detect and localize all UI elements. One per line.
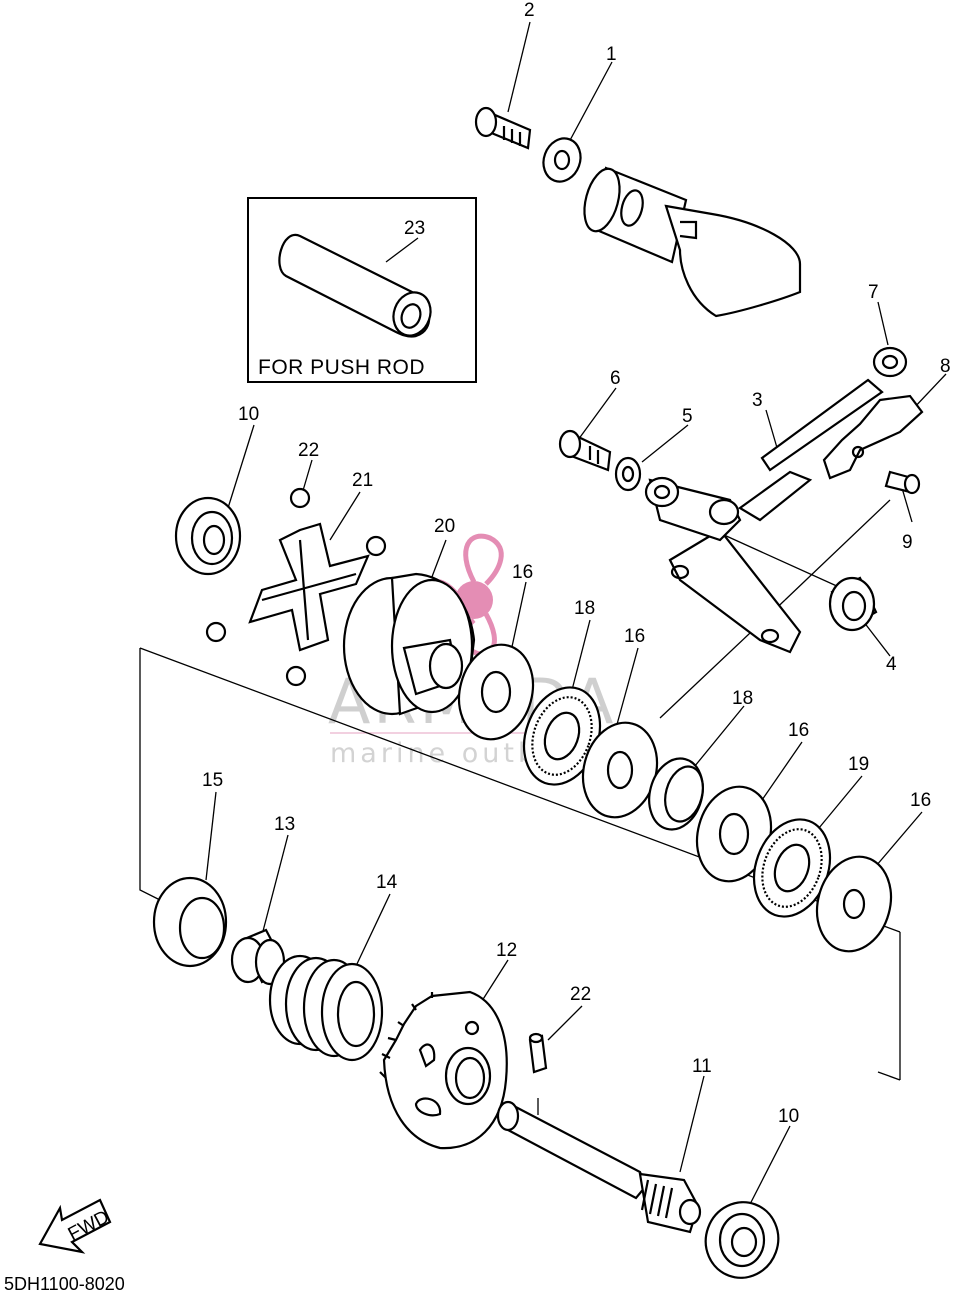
callout-3: 3	[752, 390, 763, 411]
callout-22: 22	[570, 984, 591, 1005]
callout-9: 9	[902, 532, 913, 553]
bolt-6	[558, 429, 612, 472]
collar-4	[828, 576, 878, 632]
callout-4: 4	[886, 654, 897, 675]
callout-5: 5	[682, 406, 693, 427]
callout-18-b: 19	[848, 754, 869, 775]
screw-9	[884, 470, 921, 495]
thrust-washer-16-a	[457, 643, 535, 741]
callout-12: 12	[496, 940, 517, 961]
ratchet-wheel-12	[379, 990, 508, 1150]
callout-13: 13	[274, 814, 295, 835]
callout-14: 14	[376, 872, 398, 893]
callout-21: 22	[298, 440, 319, 461]
callout-19: 20	[434, 516, 455, 537]
thrust-washer-16-c	[695, 785, 773, 883]
callout-15: 15	[202, 770, 223, 791]
thrust-washer-16-b	[581, 721, 659, 819]
callout-18-a: 18	[574, 598, 595, 619]
callout-10-top: 10	[238, 404, 259, 425]
callout-20: 21	[352, 470, 373, 491]
push-rod-inset: FOR PUSH ROD	[247, 197, 477, 383]
bracket-8	[822, 394, 924, 480]
cam-drum-19	[342, 572, 476, 716]
pin-22	[528, 1032, 548, 1074]
callout-17: 18	[732, 688, 753, 709]
drawing-code: 5DH1100-8020	[4, 1274, 125, 1293]
callout-6: 6	[610, 368, 621, 389]
callout-16-d: 16	[910, 790, 931, 811]
push-rod-sleeve-23	[278, 233, 432, 338]
washer-7	[872, 346, 908, 378]
washer-5	[614, 456, 642, 492]
needle-bearing-18-a	[522, 686, 602, 786]
callout-10-bottom: 10	[778, 1106, 799, 1127]
cam-star-20	[248, 522, 370, 652]
collar-17	[648, 757, 704, 831]
washer-1	[542, 137, 582, 183]
bearing-10-bottom	[704, 1201, 780, 1279]
callout-23: 23	[404, 218, 425, 239]
callout-7: 7	[868, 282, 879, 303]
balls-21	[205, 487, 387, 687]
leader-lines	[139, 21, 947, 1213]
fwd-arrow-icon: FWD	[38, 1198, 113, 1254]
callout-11: 11	[692, 1056, 712, 1077]
callout-16-b: 16	[624, 626, 645, 647]
callout-16-c: 16	[788, 720, 809, 741]
callout-2: 2	[524, 0, 535, 21]
spring-14	[268, 954, 384, 1062]
callout-16-a: 16	[512, 562, 533, 583]
shaft-11	[496, 1100, 702, 1234]
callout-labels: 2 1 23 7 8 6 3 5 9 4 10 22 21 20 16 18 1…	[202, 0, 951, 1127]
inset-caption: FOR PUSH ROD	[258, 356, 425, 379]
callout-1: 1	[606, 44, 617, 65]
push-rod-assembly	[583, 166, 802, 318]
bearing-10-top	[174, 496, 242, 576]
needle-bearing-18-b	[752, 818, 832, 918]
crank-lever-3	[644, 378, 884, 654]
bolt-2	[474, 106, 532, 150]
thrust-washer-16-d	[815, 855, 893, 953]
callout-8: 8	[940, 356, 951, 377]
oil-seal-15	[152, 876, 228, 968]
